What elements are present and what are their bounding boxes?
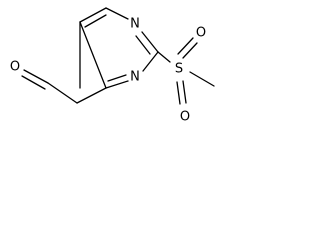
bond-c4-c5 xyxy=(79,21,107,89)
bond-c2-s xyxy=(157,51,171,63)
methylsulfonyl-group xyxy=(157,37,215,105)
aldehyde-group xyxy=(21,21,107,104)
bond-n1-c2 xyxy=(141,31,159,53)
molecule-structure: N N O S O O xyxy=(10,7,215,125)
sulfur-atom: S xyxy=(175,62,183,77)
ring-nitrogen-upper: N xyxy=(130,17,140,32)
bond-c2-n3 xyxy=(142,51,159,72)
sulfonyl-oxygen-lower: O xyxy=(180,110,190,125)
bond-ring-to-formyl xyxy=(76,87,107,104)
bond-n3-c4-inner xyxy=(107,74,127,82)
bond-c5-c6 xyxy=(79,7,107,23)
aldehyde-oxygen: O xyxy=(10,60,20,75)
bond-s-o-lower-a xyxy=(176,81,181,105)
bond-s-o-lower-b xyxy=(182,80,187,104)
bond-s-o-upper-a xyxy=(177,37,194,55)
sulfonyl-oxygen-upper: O xyxy=(196,26,206,41)
bond-c-o-double-a xyxy=(23,69,49,84)
bond-s-ch3 xyxy=(189,71,215,87)
bond-c5-c6-inner xyxy=(84,14,107,28)
pyrimidine-ring xyxy=(79,7,159,89)
bond-n3-c4 xyxy=(105,80,129,89)
bond-c-o-double-b xyxy=(21,75,46,90)
bond-c6-n1 xyxy=(105,7,129,20)
bond-s-o-upper-b xyxy=(182,42,198,59)
ring-nitrogen-lower: N xyxy=(130,70,140,85)
bond-formyl-h xyxy=(47,82,78,104)
bond-n1-c2-inner xyxy=(135,35,151,55)
